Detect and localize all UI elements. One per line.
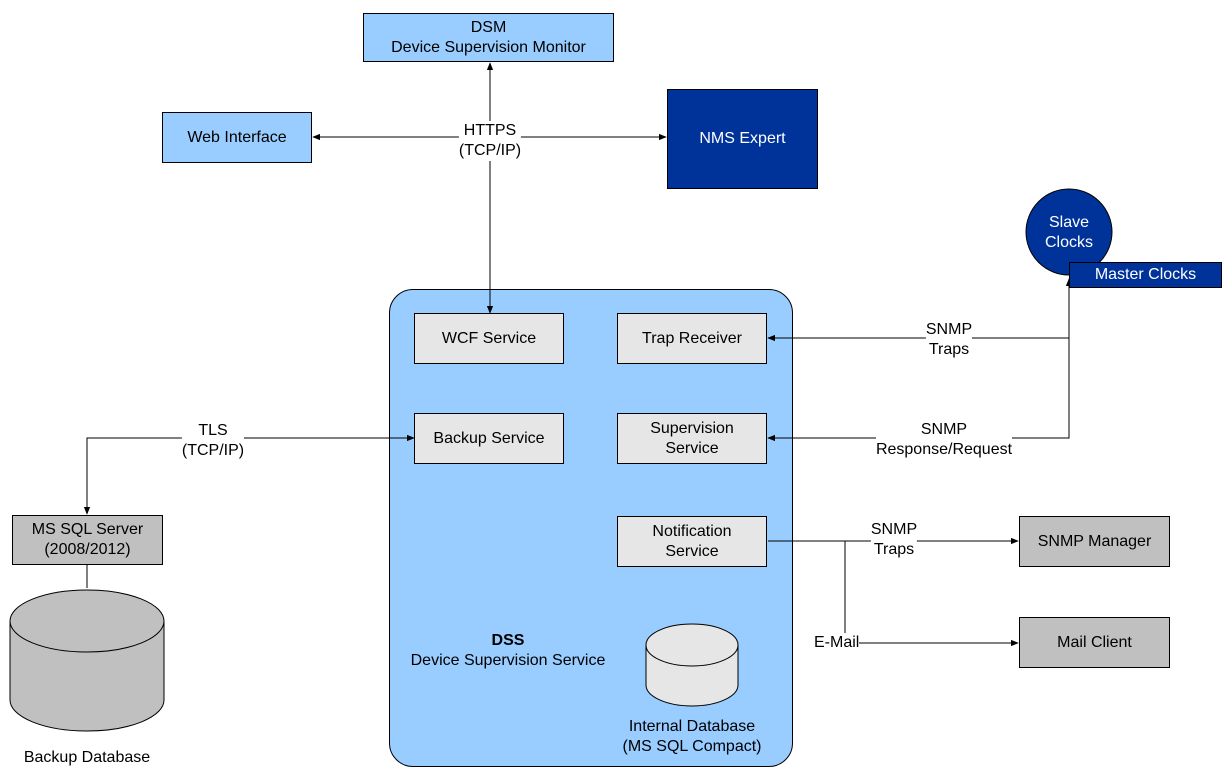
slave-clocks-line2: Clocks (1044, 234, 1093, 251)
snmp-manager-box[interactable]: SNMP Manager (1019, 516, 1170, 567)
master-clocks-box[interactable]: Master Clocks (1069, 262, 1222, 288)
snmp-response-line2: Response/Request (875, 441, 1013, 458)
notification-service-line2: Service (665, 542, 719, 560)
dsm-box[interactable]: DSM Device Supervision Monitor (363, 13, 614, 62)
backup-service-label: Backup Service (433, 429, 545, 447)
snmp-traps-out-label: SNMP Traps (870, 520, 918, 560)
mail-client-label: Mail Client (1057, 633, 1132, 651)
internal-database-line1: Internal Database (628, 718, 756, 735)
snmp-traps-in-line2: Traps (928, 341, 970, 358)
snmp-traps-in-line1: SNMP (925, 321, 973, 338)
master-clocks-label: Master Clocks (1094, 266, 1197, 283)
snmp-traps-out-line2: Traps (873, 541, 915, 558)
https-label-line2: (TCP/IP) (458, 142, 522, 159)
tls-label-line1: TLS (198, 422, 228, 439)
sql-server-box[interactable]: MS SQL Server (2008/2012) (12, 515, 163, 565)
supervision-service-line2: Service (665, 439, 719, 457)
backup-service-box[interactable]: Backup Service (414, 413, 564, 464)
wcf-service-box[interactable]: WCF Service (414, 313, 564, 364)
dsm-title: DSM (470, 18, 507, 36)
dss-title-block: DSS Device Supervision Service (398, 631, 618, 671)
notification-service-line1: Notification (652, 522, 732, 540)
snmp-traps-out-line1: SNMP (870, 521, 918, 538)
slave-clocks-label: Slave Clocks (1029, 213, 1109, 253)
notification-service-box[interactable]: Notification Service (617, 516, 767, 567)
email-label: E-Mail (814, 633, 860, 653)
internal-database-line2: (MS SQL Compact) (622, 738, 762, 755)
snmp-traps-in-label: SNMP Traps (925, 320, 973, 360)
nms-expert-label: NMS Expert (699, 130, 786, 147)
sql-server-line2: (2008/2012) (44, 541, 131, 558)
snmp-traps-in-line (767, 278, 1073, 342)
https-label: HTTPS (TCP/IP) (458, 121, 522, 161)
trap-receiver-box[interactable]: Trap Receiver (617, 313, 767, 364)
tls-label-line2: (TCP/IP) (181, 442, 245, 459)
mail-client-box[interactable]: Mail Client (1019, 617, 1170, 668)
dsm-subtitle: Device Supervision Monitor (391, 38, 586, 56)
wcf-service-label: WCF Service (441, 329, 537, 347)
slave-clocks-line1: Slave (1048, 214, 1090, 231)
supervision-service-line1: Supervision (650, 419, 734, 437)
tls-line (83, 434, 415, 515)
sql-server-line1: MS SQL Server (31, 521, 144, 538)
backup-database-label: Backup Database (23, 749, 151, 766)
dss-subtitle: Device Supervision Service (410, 652, 606, 669)
supervision-service-box[interactable]: Supervision Service (617, 413, 767, 464)
internal-database-label: Internal Database (MS SQL Compact) (602, 717, 782, 757)
snmp-response-label: SNMP Response/Request (875, 420, 1013, 460)
trap-receiver-label: Trap Receiver (642, 329, 742, 347)
dss-title: DSS (491, 632, 525, 649)
backup-database-cylinder-shape (9, 589, 165, 732)
web-interface-label: Web Interface (187, 128, 287, 146)
tls-label: TLS (TCP/IP) (181, 421, 245, 461)
nms-expert-box[interactable]: NMS Expert (667, 89, 818, 189)
internal-database-cylinder-shape (645, 623, 739, 707)
snmp-response-line (767, 338, 1070, 442)
https-label-line1: HTTPS (463, 122, 517, 139)
snmp-manager-label: SNMP Manager (1037, 532, 1152, 550)
web-interface-box[interactable]: Web Interface (162, 112, 312, 163)
snmp-response-line1: SNMP (920, 421, 968, 438)
